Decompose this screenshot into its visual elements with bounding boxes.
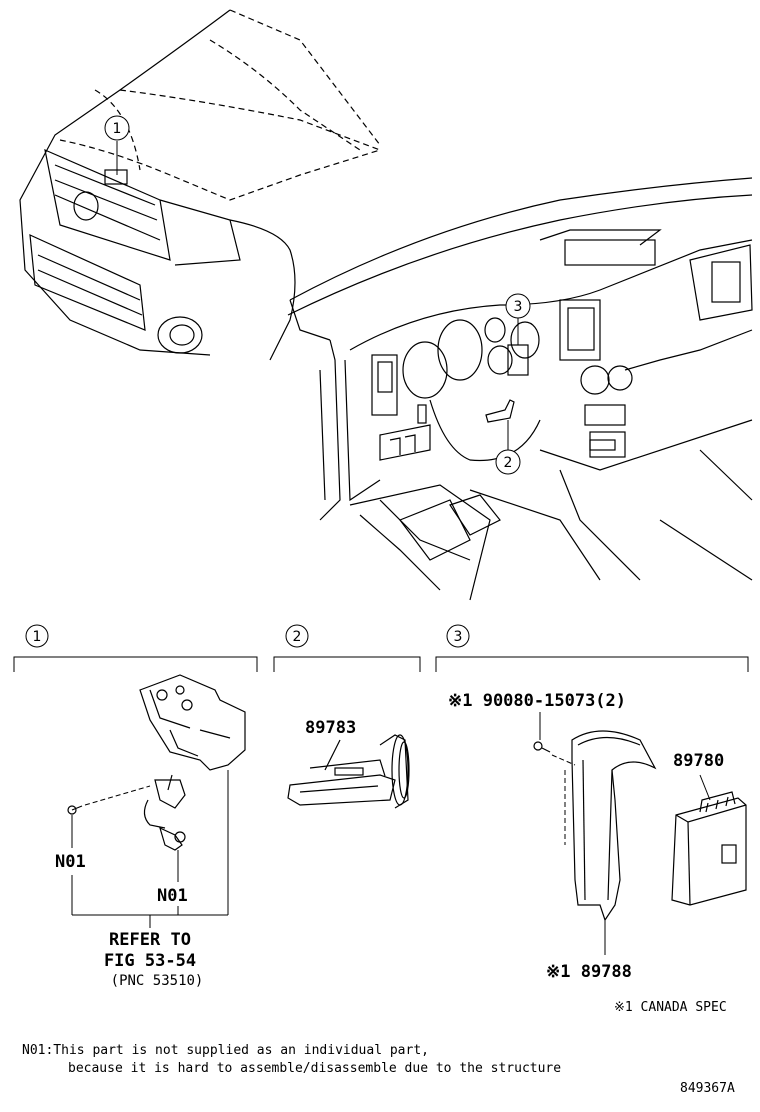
section-3-header: [435, 624, 749, 672]
section-3-number: 3: [454, 629, 463, 645]
screw-icon: [533, 741, 551, 753]
n01-footnote-line-2: because it is hard to assemble/disassemb…: [68, 1061, 561, 1076]
bolt-icon: [67, 805, 83, 815]
vehicle-front-illustration: [19, 9, 381, 361]
hood-lock-illustration: [139, 674, 246, 851]
cover-illustration: [571, 730, 657, 922]
bolt-part-number: ※1 90080-15073(2): [448, 691, 626, 711]
callout-3-marker: 3: [505, 293, 531, 345]
refer-to-line-2: FIG 53-54: [104, 951, 196, 971]
figure-id: 849367A: [680, 1081, 735, 1096]
refer-to-line-3: (PNC 53510): [111, 973, 204, 989]
section-2-header: [273, 624, 421, 672]
section-1-header: [13, 624, 258, 672]
ecu-part-number: 89780: [673, 751, 724, 771]
section-1-number: 1: [33, 629, 42, 645]
n01-footnote-line-1: N01:This part is not supplied as an indi…: [22, 1043, 429, 1058]
cover-part-number: ※1 89788: [546, 962, 632, 982]
hood-lock-leader-lines: [71, 770, 229, 928]
section-2-number: 2: [293, 629, 302, 645]
callout-2-marker: 2: [495, 420, 521, 475]
ecu-module-illustration: [671, 791, 747, 906]
hood-lock-n01-label-left: N01: [55, 852, 86, 872]
hood-courtesy-switch-illustration: [287, 734, 410, 809]
canada-spec-note: ※1 CANADA SPEC: [614, 1000, 727, 1015]
switch-part-number: 89783: [305, 718, 356, 738]
callout-1-number: 1: [113, 121, 122, 137]
dashboard-illustration: [287, 177, 753, 601]
section-3-leader-lines: [539, 712, 711, 955]
callout-1-marker: 1: [104, 115, 130, 175]
hood-lock-n01-label-right: N01: [157, 886, 188, 906]
callout-2-number: 2: [504, 455, 513, 471]
callout-3-number: 3: [514, 299, 523, 315]
refer-to-line-1: REFER TO: [109, 930, 191, 950]
